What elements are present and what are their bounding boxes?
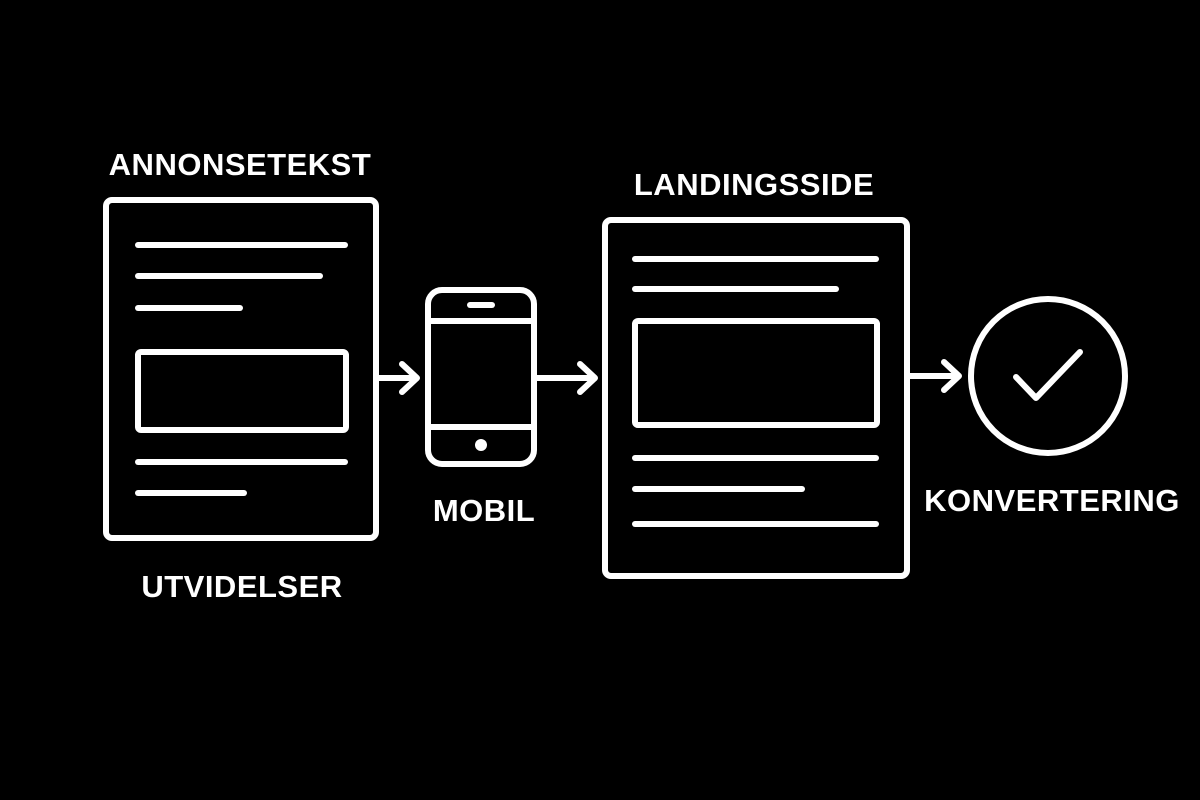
check-circle-icon [968, 296, 1128, 456]
label-konvertering: KONVERTERING [924, 483, 1180, 518]
phone-home-button [475, 439, 487, 451]
webpage-icon [602, 217, 910, 579]
document-icon [103, 197, 379, 541]
label-landingsside: LANDINGSSIDE [634, 167, 874, 202]
ad-document-frame [103, 197, 379, 541]
phone-body [425, 287, 537, 467]
checkmark [1013, 349, 1083, 401]
label-utvidelser: UTVIDELSER [141, 569, 342, 604]
arrow-icon [375, 361, 420, 395]
arrow-icon [906, 359, 962, 393]
ad-image-box [135, 349, 349, 433]
arrow-icon [533, 361, 598, 395]
label-mobil: MOBIL [433, 493, 535, 528]
landing-image-box [632, 318, 880, 428]
conversion-circle [968, 296, 1128, 456]
label-annonsetekst: ANNONSETEKST [109, 147, 372, 182]
landing-page-frame [602, 217, 910, 579]
smartphone-icon [425, 287, 537, 467]
